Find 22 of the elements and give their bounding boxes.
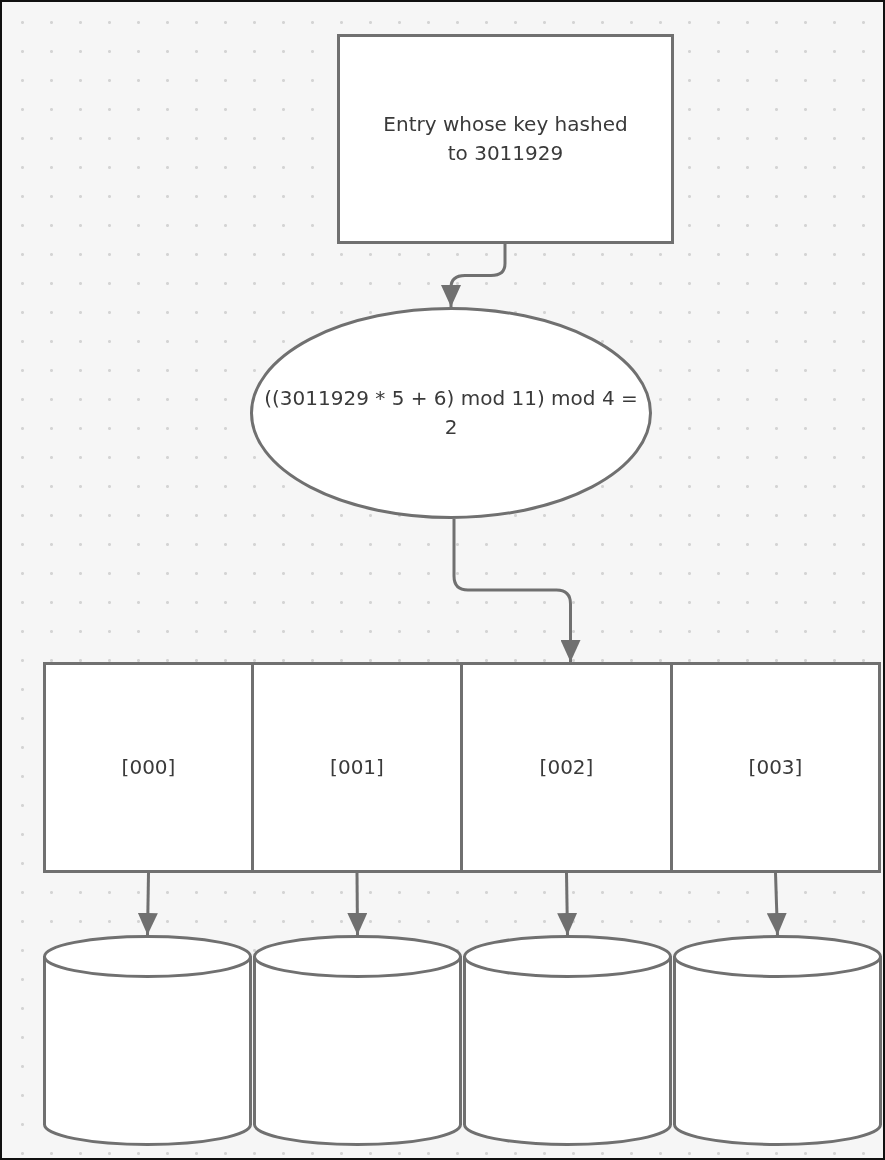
arrow <box>441 244 507 307</box>
database-cylinder <box>253 935 462 1146</box>
node-label: [002] <box>538 754 595 781</box>
process-box <box>337 34 674 244</box>
arrow <box>557 872 578 936</box>
bucket-box <box>251 662 463 873</box>
arrow <box>452 519 581 662</box>
node-label: ((3011929 * 5 + 6) mod 11) mod 4 = 2 <box>263 385 639 441</box>
database-cylinder <box>673 935 882 1146</box>
node-label: Entry whose key hashed to 3011929 <box>382 111 629 167</box>
node-label: [000] <box>120 754 177 781</box>
node-label: [003] <box>747 754 804 781</box>
arrow <box>766 872 787 936</box>
arrow <box>347 873 368 935</box>
bucket-box <box>460 662 673 873</box>
bucket-box <box>43 662 254 873</box>
database-cylinder <box>463 935 672 1146</box>
database-cylinder <box>43 935 252 1146</box>
bucket-box <box>670 662 881 873</box>
node-label: [001] <box>329 754 385 781</box>
arrow <box>137 872 158 936</box>
formula-ellipse <box>250 307 652 519</box>
